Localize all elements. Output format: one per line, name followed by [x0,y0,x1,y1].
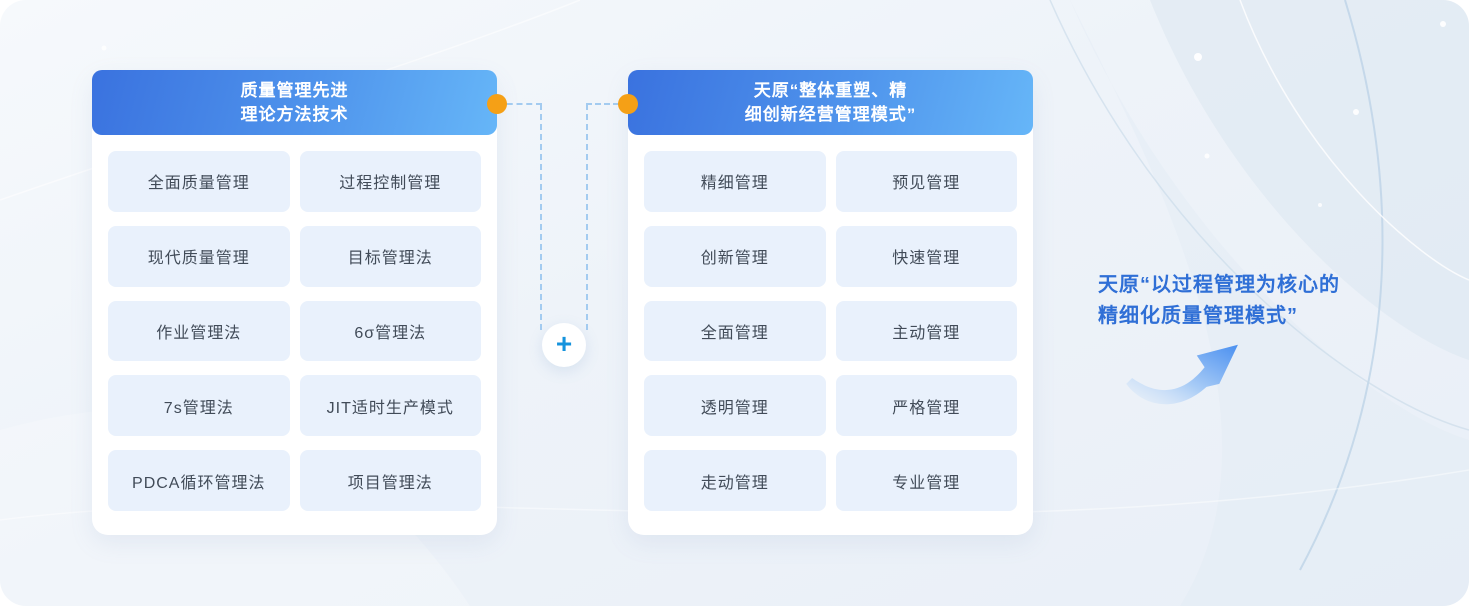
list-item: 创新管理 [644,225,826,287]
list-item: 走动管理 [644,450,826,511]
left-panel: 质量管理先进 理论方法技术 全面质量管理 过程控制管理 现代质量管理 目标管理法… [92,70,497,535]
growth-arrow-icon [1122,330,1250,428]
left-panel-title-line1: 质量管理先进 [240,80,349,100]
right-panel-title-line2: 细创新经营管理模式” [744,104,917,124]
connector-dash-left-vertical [540,104,542,330]
list-item: PDCA循环管理法 [108,450,290,511]
left-panel-title: 质量管理先进 理论方法技术 [92,70,497,135]
right-panel: 天原“整体重塑、精 细创新经营管理模式” 精细管理 预见管理 创新管理 快速管理… [628,70,1033,535]
list-item: JIT适时生产模式 [299,375,481,437]
list-item: 透明管理 [644,375,826,437]
list-item: 目标管理法 [299,225,481,287]
list-item: 全面管理 [644,300,826,362]
left-panel-items: 全面质量管理 过程控制管理 现代质量管理 目标管理法 作业管理法 6σ管理法 7… [92,135,497,535]
connector-dot-right-icon [618,94,638,114]
plus-glyph: + [555,328,573,359]
connector-dot-left-icon [487,94,507,114]
list-item: 过程控制管理 [299,151,481,212]
list-item: 作业管理法 [108,300,290,362]
list-item: 主动管理 [835,300,1017,362]
result-line1: 天原“以过程管理为核心的 [1098,274,1340,296]
right-panel-items: 精细管理 预见管理 创新管理 快速管理 全面管理 主动管理 透明管理 严格管理 … [628,135,1033,535]
left-panel-title-line2: 理论方法技术 [240,104,349,124]
list-item: 专业管理 [835,450,1017,511]
right-panel-title: 天原“整体重塑、精 细创新经营管理模式” [628,70,1033,135]
result-line2: 精细化质量管理模式” [1098,305,1298,327]
list-item: 7s管理法 [108,375,290,437]
connector-dash-right-horizontal [586,103,628,105]
list-item: 严格管理 [835,375,1017,437]
list-item: 全面质量管理 [108,151,290,212]
list-item: 精细管理 [644,151,826,212]
list-item: 项目管理法 [299,450,481,511]
list-item: 6σ管理法 [299,300,481,362]
connector-dash-right-vertical [586,104,588,330]
list-item: 现代质量管理 [108,225,290,287]
result-statement: 天原“以过程管理为核心的 精细化质量管理模式” [1098,270,1340,332]
plus-icon: + [542,323,586,367]
list-item: 快速管理 [835,225,1017,287]
list-item: 预见管理 [835,151,1017,212]
right-panel-title-line1: 天原“整体重塑、精 [753,80,908,100]
